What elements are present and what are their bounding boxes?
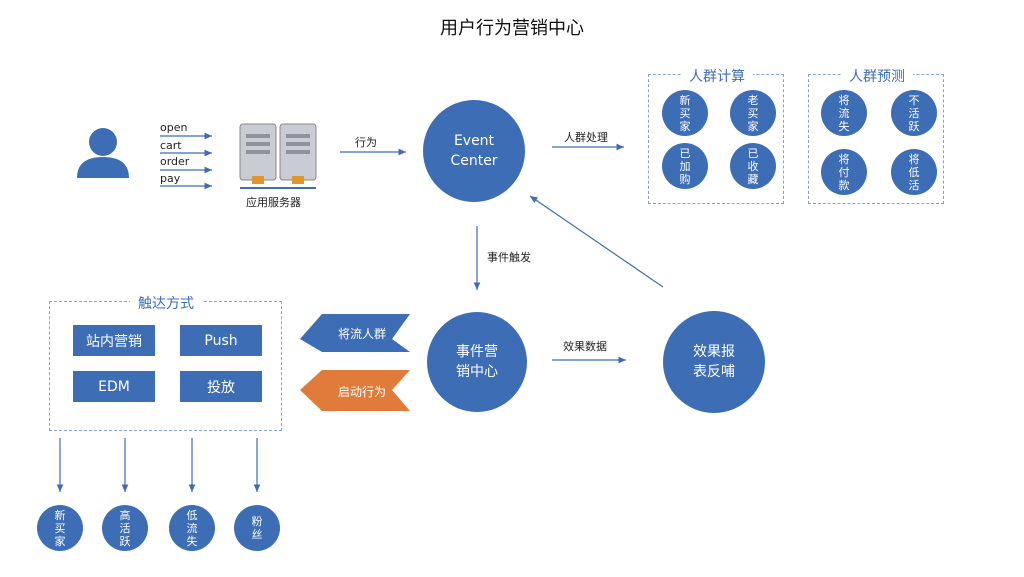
- crowd-calc-favorited[interactable]: 已收藏: [730, 143, 776, 189]
- target-high-active[interactable]: 高活跃: [102, 505, 148, 551]
- user-icon: [77, 128, 129, 178]
- crowd-predict-panel: 人群预测: [808, 66, 944, 204]
- event-trigger-label: 事件触发: [487, 251, 531, 264]
- event-marketing-line-2: 销中心: [456, 364, 498, 380]
- effect-report-line-1: 效果报: [693, 344, 735, 360]
- churn-crowd-arrow-label: 将流人群: [337, 327, 386, 341]
- reach-site-marketing-button[interactable]: 站内营销: [73, 325, 155, 356]
- page-title: 用户行为营销中心: [440, 18, 584, 39]
- target-low-churn[interactable]: 低流失: [169, 505, 215, 551]
- crowd-predict-low-active[interactable]: 将低活: [891, 149, 937, 195]
- behavior-label: 行为: [355, 136, 377, 149]
- action-cart: cart: [160, 139, 182, 152]
- reach-ads-button[interactable]: 投放: [180, 371, 262, 402]
- effect-report-node[interactable]: 效果报 表反哺: [663, 311, 765, 413]
- target-new-buyer[interactable]: 新买家: [37, 505, 83, 551]
- effect-data-label: 效果数据: [563, 340, 607, 353]
- event-center-line-1: Event: [453, 133, 495, 149]
- reach-title: 触达方式: [130, 293, 202, 313]
- event-center-node[interactable]: Event Center: [423, 100, 525, 202]
- server-label: 应用服务器: [246, 196, 301, 209]
- target-fans[interactable]: 粉丝: [234, 505, 280, 551]
- crowd-predict-churn[interactable]: 将流失: [821, 90, 867, 136]
- server-icon: [239, 123, 317, 189]
- reach-panel: 触达方式: [49, 293, 282, 431]
- reach-edm-button[interactable]: EDM: [73, 371, 155, 402]
- crowd-processing-label: 人群处理: [564, 131, 608, 144]
- crowd-calc-old-buyer[interactable]: 老买家: [730, 90, 776, 136]
- start-behavior-arrow-label: 启动行为: [337, 385, 386, 399]
- crowd-predict-will-pay[interactable]: 将付款: [821, 149, 867, 195]
- reach-push-button[interactable]: Push: [180, 325, 262, 356]
- action-pay: pay: [160, 172, 181, 185]
- crowd-calc-new-buyer[interactable]: 新买家: [662, 90, 708, 136]
- event-marketing-node[interactable]: 事件营 销中心: [427, 312, 527, 412]
- event-center-line-2: Center: [450, 153, 498, 169]
- crowd-calc-panel: 人群计算: [648, 66, 784, 204]
- crowd-calc-title: 人群计算: [681, 66, 753, 86]
- effect-report-line-2: 表反哺: [693, 364, 735, 380]
- action-open: open: [160, 121, 188, 134]
- crowd-predict-title: 人群预测: [841, 66, 913, 86]
- crowd-calc-added-cart[interactable]: 已加购: [662, 143, 708, 189]
- crowd-predict-inactive[interactable]: 不活跃: [891, 90, 937, 136]
- event-marketing-line-1: 事件营: [456, 344, 498, 360]
- action-order: order: [160, 155, 190, 168]
